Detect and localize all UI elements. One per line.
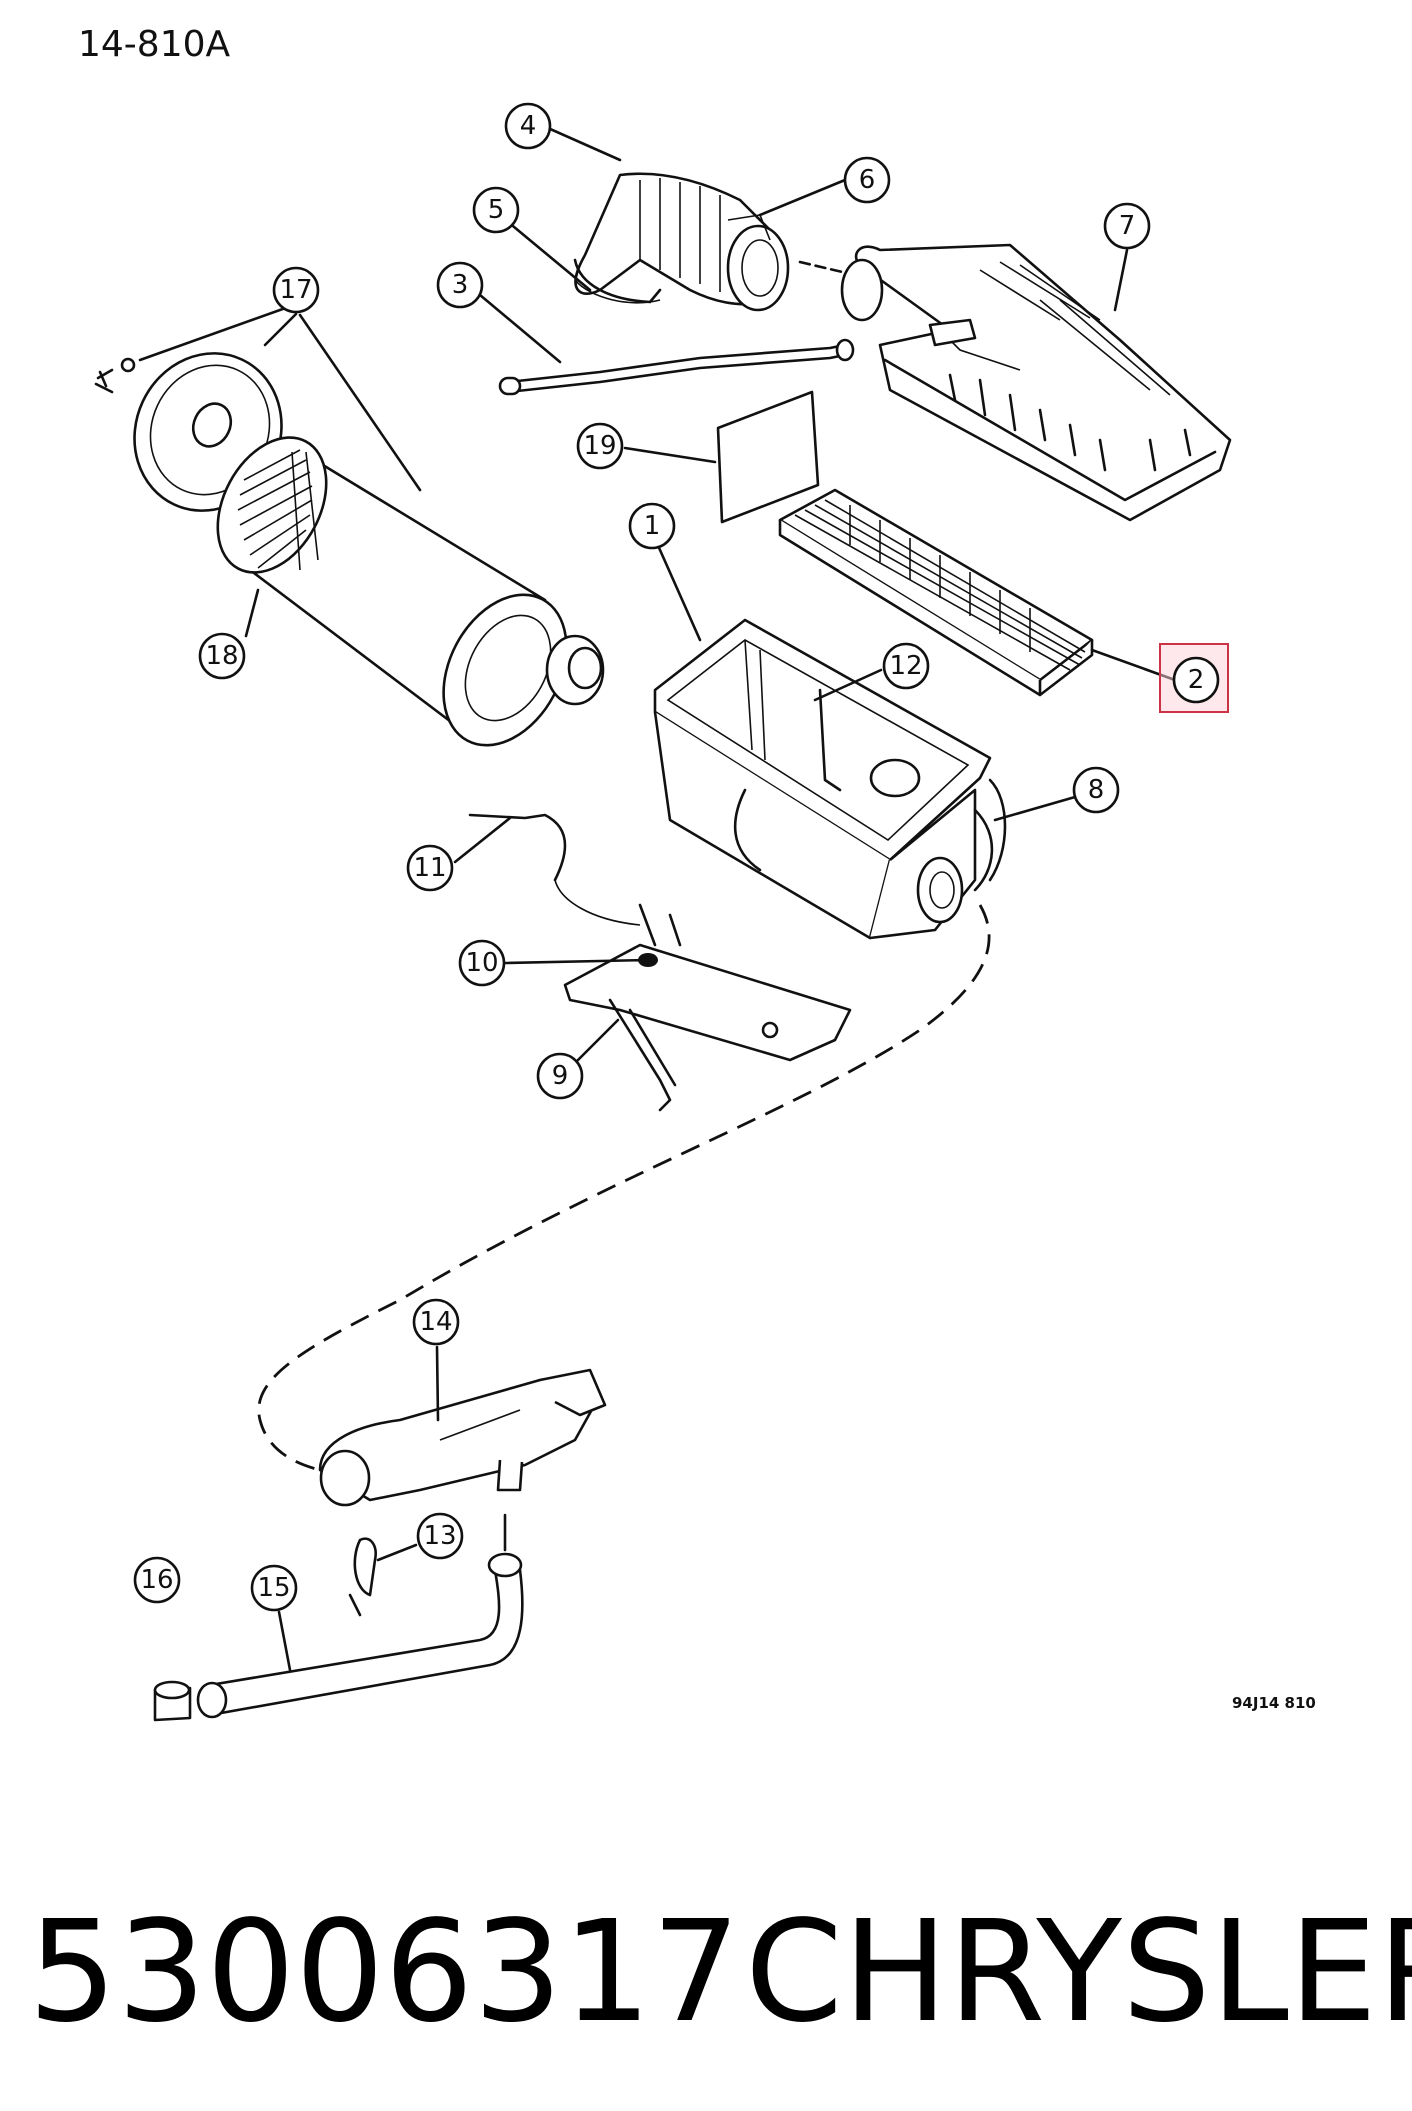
callout-label: 16 [140, 1565, 173, 1595]
callout-label: 8 [1088, 775, 1105, 805]
round-air-filter-illustration [216, 436, 605, 747]
hose-clamp-illustration [348, 1537, 377, 1617]
callouts: 4 5 6 7 3 17 19 1 18 12 2 8 11 10 9 14 1… [133, 102, 1229, 1612]
upper-housing-illustration [840, 243, 1232, 522]
callout-label: 17 [279, 275, 312, 305]
callout-7: 7 [1103, 202, 1151, 250]
callout-5: 5 [472, 186, 520, 234]
callout-label: 11 [413, 853, 446, 883]
callout-label: 18 [205, 641, 238, 671]
breather-tube-illustration [498, 338, 855, 396]
diagram-id: 14-810A [78, 24, 231, 65]
callout-label: 15 [257, 1573, 290, 1603]
callout-label: 12 [889, 651, 922, 681]
callout-18: 18 [198, 632, 246, 680]
callout-4: 4 [504, 102, 552, 150]
intake-duct-illustration [318, 1368, 607, 1507]
brand-name: CHRYSLER [745, 1891, 1412, 2054]
callout-label: 9 [552, 1061, 569, 1091]
callout-10: 10 [458, 939, 506, 987]
mounting-bracket-illustration [468, 813, 852, 1112]
plug-cap-illustration [153, 1680, 192, 1722]
callout-label: 14 [419, 1307, 452, 1337]
callout-label: 4 [520, 111, 537, 141]
callout-17: 17 [272, 266, 320, 314]
callout-19: 19 [576, 422, 624, 470]
leader-lines [138, 126, 1177, 1672]
callout-6: 6 [843, 156, 891, 204]
part-number: 53006317 [28, 1891, 741, 2054]
callout-3: 3 [436, 261, 484, 309]
callout-label: 19 [583, 431, 616, 461]
drawing-code: 94J14 810 [1232, 1694, 1316, 1712]
callout-label: 13 [423, 1521, 456, 1551]
callout-label: 1 [644, 511, 661, 541]
callout-2: 2 [1159, 643, 1229, 713]
callout-15: 15 [250, 1564, 298, 1612]
callout-13: 13 [416, 1512, 464, 1560]
air-cleaner-cap-illustration [94, 352, 283, 512]
callout-1: 1 [628, 502, 676, 550]
callout-14: 14 [412, 1298, 460, 1346]
callout-label: 3 [452, 270, 469, 300]
callout-9: 9 [536, 1052, 584, 1100]
callout-label: 10 [465, 948, 498, 978]
callout-8: 8 [1072, 766, 1120, 814]
callout-label: 2 [1188, 665, 1205, 695]
duct-path-dashes [257, 904, 991, 1472]
drain-tube-illustration [196, 1513, 524, 1719]
panel-air-filter-illustration [778, 488, 1094, 697]
callout-11: 11 [406, 844, 454, 892]
lower-housing-illustration [653, 618, 1007, 940]
callout-16: 16 [133, 1556, 181, 1604]
filter-pad-illustration [716, 390, 820, 524]
callout-12: 12 [882, 642, 930, 690]
callout-label: 6 [859, 165, 876, 195]
callout-label: 7 [1119, 211, 1136, 241]
callout-label: 5 [488, 195, 505, 225]
